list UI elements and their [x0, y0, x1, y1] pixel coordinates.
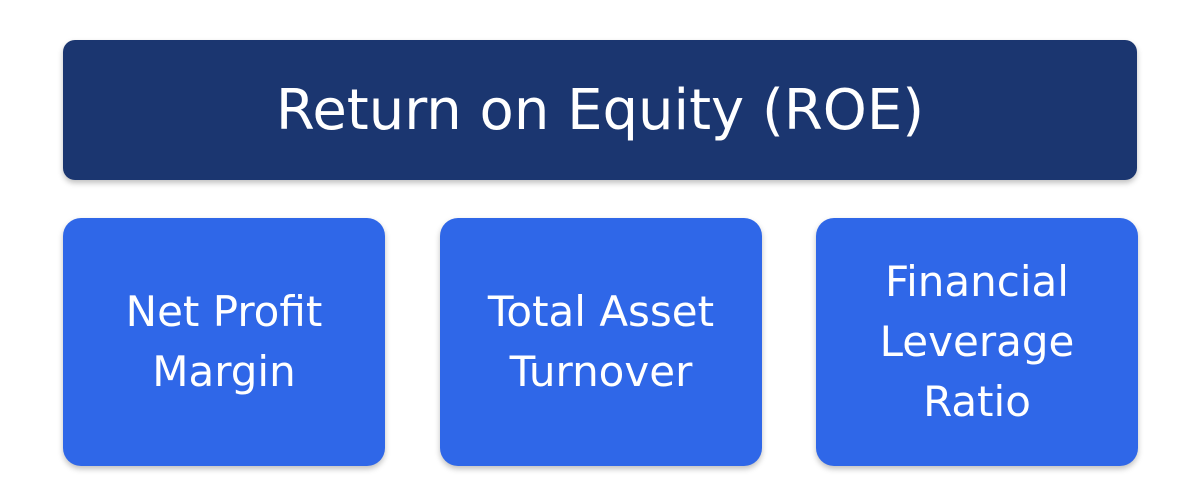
- net-profit-margin-label: Net Profit Margin: [125, 287, 323, 396]
- financial-leverage-ratio-box: Financial Leverage Ratio: [816, 218, 1138, 466]
- total-asset-turnover-box: Total Asset Turnover: [440, 218, 762, 466]
- net-profit-margin-box: Net Profit Margin: [63, 218, 385, 466]
- roe-root-box: Return on Equity (ROE): [63, 40, 1137, 180]
- total-asset-turnover-label: Total Asset Turnover: [487, 287, 715, 396]
- roe-root-label: Return on Equity (ROE): [275, 77, 925, 143]
- financial-leverage-ratio-label: Financial Leverage Ratio: [879, 257, 1075, 426]
